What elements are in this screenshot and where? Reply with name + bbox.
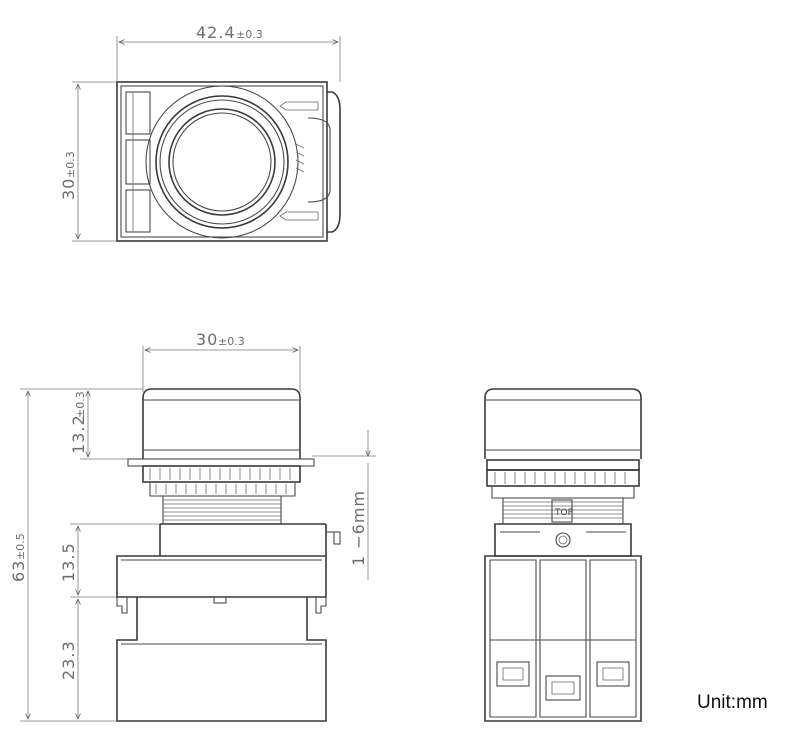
left-clip [116,597,128,614]
front-width-value: 30 [196,330,218,349]
button-outer-ring [145,85,299,239]
side-screw-inner [558,535,568,545]
panel-plate [127,458,315,467]
contact-block-middle [539,559,587,718]
nut-knurling [155,484,287,494]
cap-height-tolerance: ±0.3 [74,391,87,418]
top-width-value: 42.4 [196,23,236,42]
button-bezel [155,95,289,229]
side-cap [484,388,642,459]
side-thread-lines [503,501,623,519]
top-slot [125,91,151,135]
lock-nut [149,482,296,497]
knurling [149,468,291,480]
button-cap [168,108,276,216]
center-notch [213,596,227,604]
base-height-value: 23.3 [59,640,78,680]
top-latch [327,91,341,233]
terminal [545,675,581,701]
top-height-value: 30 [59,178,78,200]
panel-range-label: 1 −6mm [349,490,368,566]
top-slot [125,139,151,185]
cap-height-value: 13.2 [69,414,88,454]
top-mark: TOP [554,508,574,518]
side-bezel [486,469,640,487]
base-block [116,597,327,722]
side-view: TOP [484,388,642,722]
button-bezel-inner [159,99,285,225]
top-mark-box [551,499,573,523]
button-cap-inner [172,112,272,212]
side-upper-housing [494,523,632,557]
top-body-outline [116,81,328,242]
contact-block-right [589,559,637,718]
terminal-screws [502,667,624,695]
unit-label: Unit:mm [697,692,768,713]
thread-lines [163,499,281,521]
bezel-ring [142,465,301,483]
mid-height-value: 13.5 [59,542,78,582]
latch-tab [333,531,341,545]
total-height-value: 63 [9,560,28,582]
terminal [596,661,630,687]
arrow-icon [279,211,319,221]
top-view: 42.4 ±0.3 30 ±0.3 [59,23,341,242]
contact-block-left [489,559,537,718]
front-width-tolerance: ±0.3 [218,335,245,348]
side-screw [555,532,571,548]
top-height-tolerance: ±0.3 [64,151,77,178]
middle-block [116,555,327,598]
side-knurling [494,472,626,484]
total-height-tolerance: ±0.5 [14,533,27,560]
top-width-tolerance: ±0.3 [236,28,263,41]
upper-housing [159,523,327,556]
top-latch-inner [307,117,331,203]
front-cap [142,388,301,459]
bezel-marks [295,143,305,173]
front-view: 30 ±0.3 13.2 ±0.3 63 ±0.5 13.5 23.3 [9,330,376,722]
side-nut [491,486,635,499]
terminal [496,661,530,687]
top-slot [125,189,151,233]
right-clip [315,597,327,614]
arrow-icon [279,101,319,111]
side-bezel-top [486,459,640,471]
side-contact-body [484,555,642,722]
